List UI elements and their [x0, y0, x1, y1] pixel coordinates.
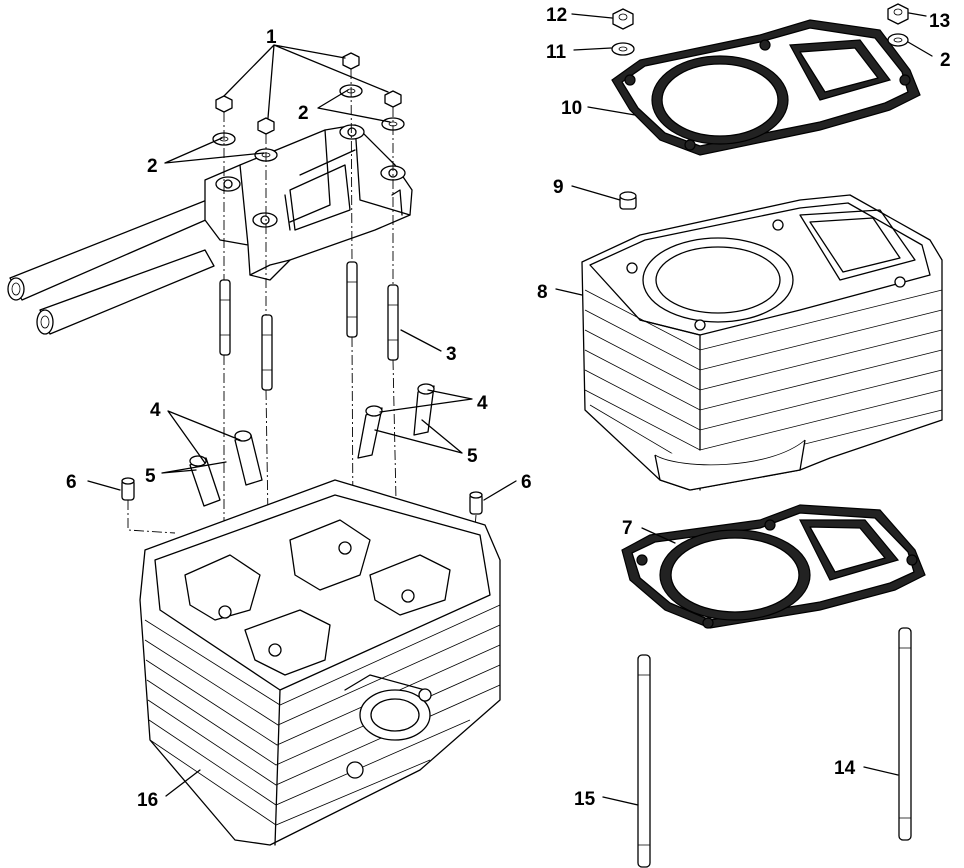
callout-4-right: 4 [477, 393, 488, 414]
callout-8: 8 [537, 282, 548, 303]
dowel-pins [121, 477, 483, 515]
callout-13: 13 [929, 11, 950, 32]
callout-2-top: 2 [298, 103, 309, 124]
nut-13 [887, 3, 909, 25]
callout-2-left: 2 [147, 156, 158, 177]
cylinder-base-gasket [621, 504, 926, 629]
callout-11: 11 [546, 42, 567, 63]
dowel-9 [619, 191, 637, 210]
stud-14 [898, 627, 912, 841]
rocker-shaft-left [7, 197, 225, 301]
cylinder-head [139, 479, 501, 846]
rocker-support-bracket [204, 124, 413, 281]
callout-9: 9 [553, 177, 564, 198]
callout-1: 1 [266, 27, 277, 48]
callout-16: 16 [137, 790, 158, 811]
flange-nuts [215, 52, 402, 135]
callout-5-right: 5 [467, 446, 478, 467]
studs [219, 261, 399, 391]
callout-14: 14 [834, 758, 856, 779]
leader-lines [87, 12, 933, 806]
cylinder [581, 194, 943, 491]
washer-2-right [887, 33, 909, 47]
valve-guides-and-seals [189, 383, 435, 507]
cylinder-head-gasket [611, 19, 921, 156]
callout-7: 7 [622, 518, 633, 539]
callout-12: 12 [546, 5, 567, 26]
callout-6-left: 6 [66, 472, 77, 493]
washer-11 [611, 42, 635, 56]
callout-15: 15 [574, 789, 596, 810]
callout-4-left: 4 [150, 400, 161, 421]
callout-3: 3 [446, 344, 457, 365]
rocker-shaft-right [36, 249, 215, 335]
callout-5-left: 5 [145, 466, 156, 487]
callout-6-right: 6 [521, 472, 532, 493]
callout-10: 10 [561, 98, 582, 119]
stud-15 [637, 654, 651, 868]
callout-2-right: 2 [940, 50, 951, 71]
nut-12 [612, 8, 634, 30]
